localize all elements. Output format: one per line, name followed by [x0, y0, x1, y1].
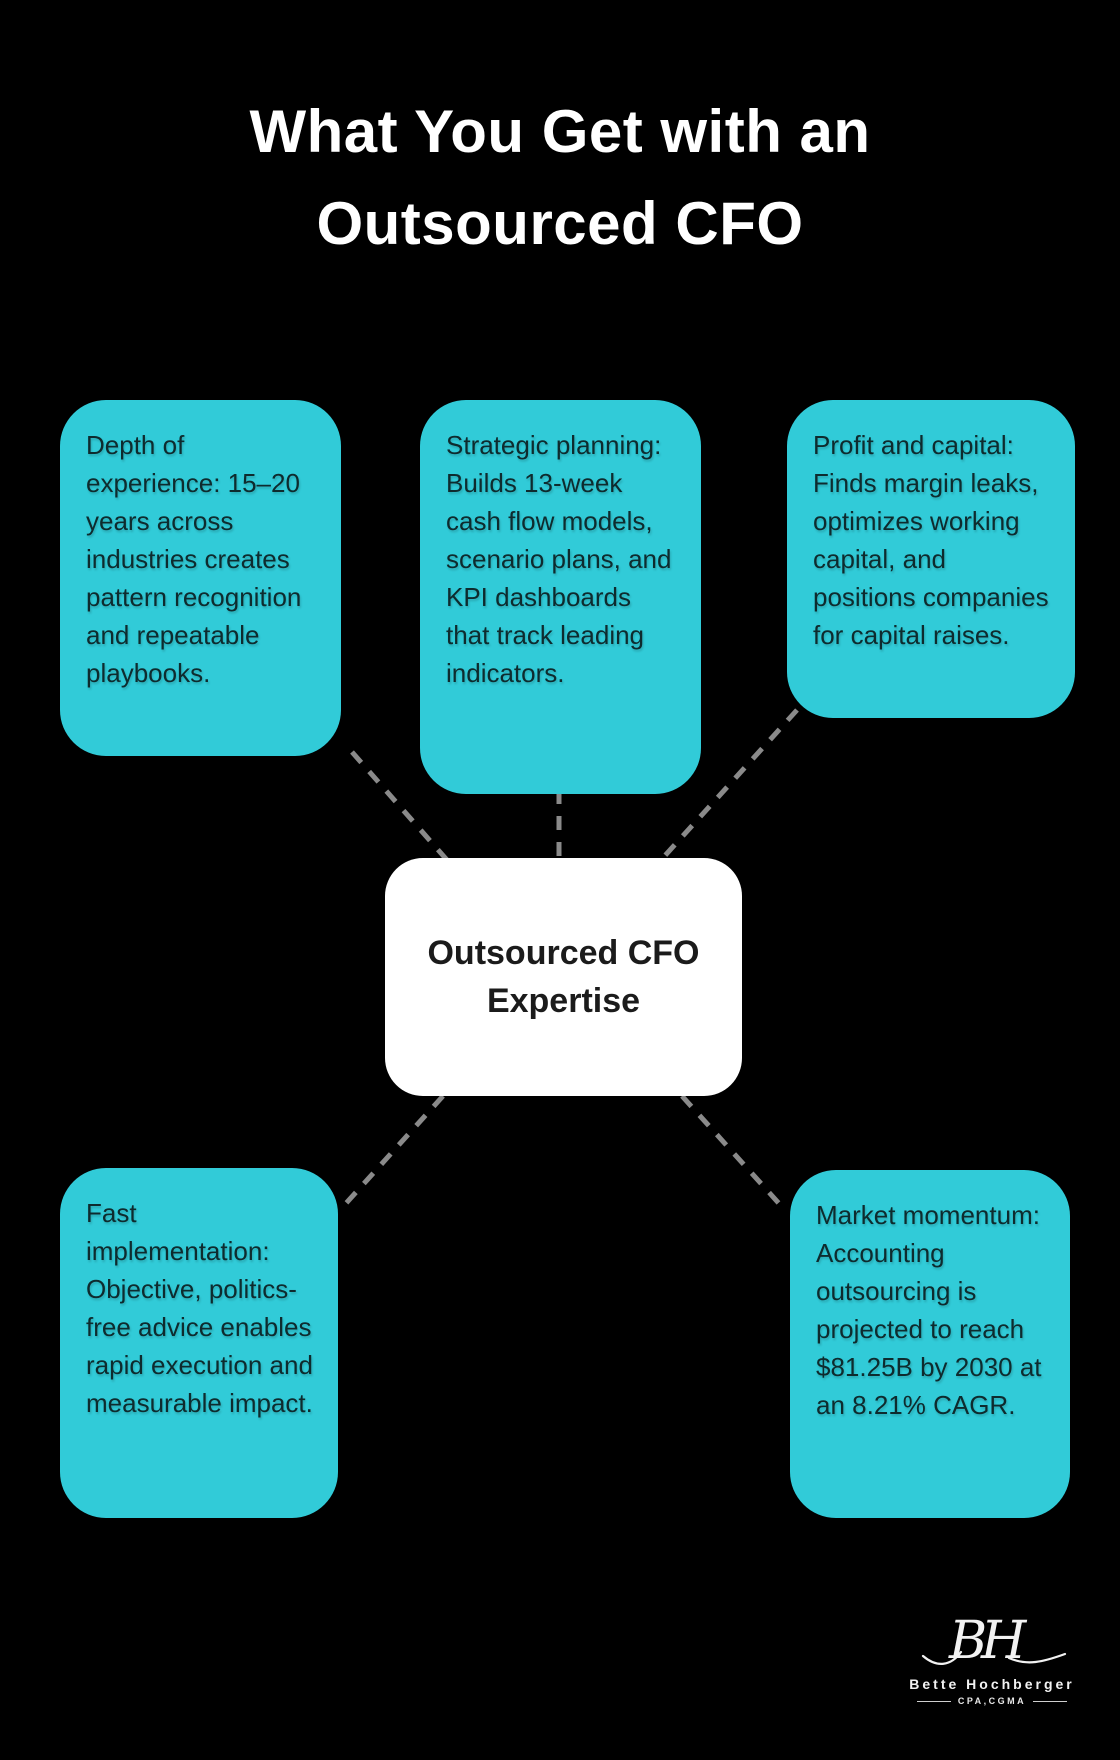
brand-logo: B H Bette Hochberger CPA,CGMA — [909, 1612, 1075, 1706]
node-strategic-planning: Strategic planning: Builds 13-week cash … — [420, 400, 701, 794]
credentials-rule-right — [1033, 1700, 1068, 1702]
page-title-line2: Outsourced CFO — [316, 190, 804, 257]
svg-text:B: B — [948, 1612, 987, 1671]
credentials-rule-left — [916, 1700, 951, 1702]
node-profit-and-capital: Profit and capital: Finds margin leaks, … — [787, 400, 1075, 718]
bh-signature-icon: B H — [921, 1612, 1067, 1671]
node-profit-and-capital-text: Profit and capital: Finds margin leaks, … — [813, 430, 1049, 650]
node-market-momentum: Market momentum: Accounting outsourcing … — [790, 1170, 1070, 1518]
node-fast-implementation: Fast implementation: Objective, politics… — [60, 1168, 338, 1518]
brand-credentials-row: CPA,CGMA — [912, 1696, 1072, 1706]
brand-credentials: CPA,CGMA — [957, 1696, 1027, 1706]
node-market-momentum-text: Market momentum: Accounting outsourcing … — [816, 1200, 1042, 1420]
center-node: Outsourced CFO Expertise — [385, 858, 742, 1096]
node-fast-implementation-text: Fast implementation: Objective, politics… — [86, 1198, 313, 1418]
node-depth-of-experience: Depth of experience: 15–20 years across … — [60, 400, 341, 756]
connector-bottom-right — [680, 1094, 786, 1211]
connector-bottom-left — [338, 1094, 445, 1212]
node-depth-of-experience-text: Depth of experience: 15–20 years across … — [86, 430, 302, 688]
brand-name: Bette Hochberger — [909, 1676, 1075, 1692]
center-node-label: Outsourced CFO Expertise — [427, 934, 700, 1020]
node-strategic-planning-text: Strategic planning: Builds 13-week cash … — [446, 430, 672, 688]
connector-top-right — [659, 708, 799, 862]
page-title: What You Get with an Outsourced CFO — [0, 86, 1120, 270]
page-title-line1: What You Get with an — [249, 98, 871, 165]
